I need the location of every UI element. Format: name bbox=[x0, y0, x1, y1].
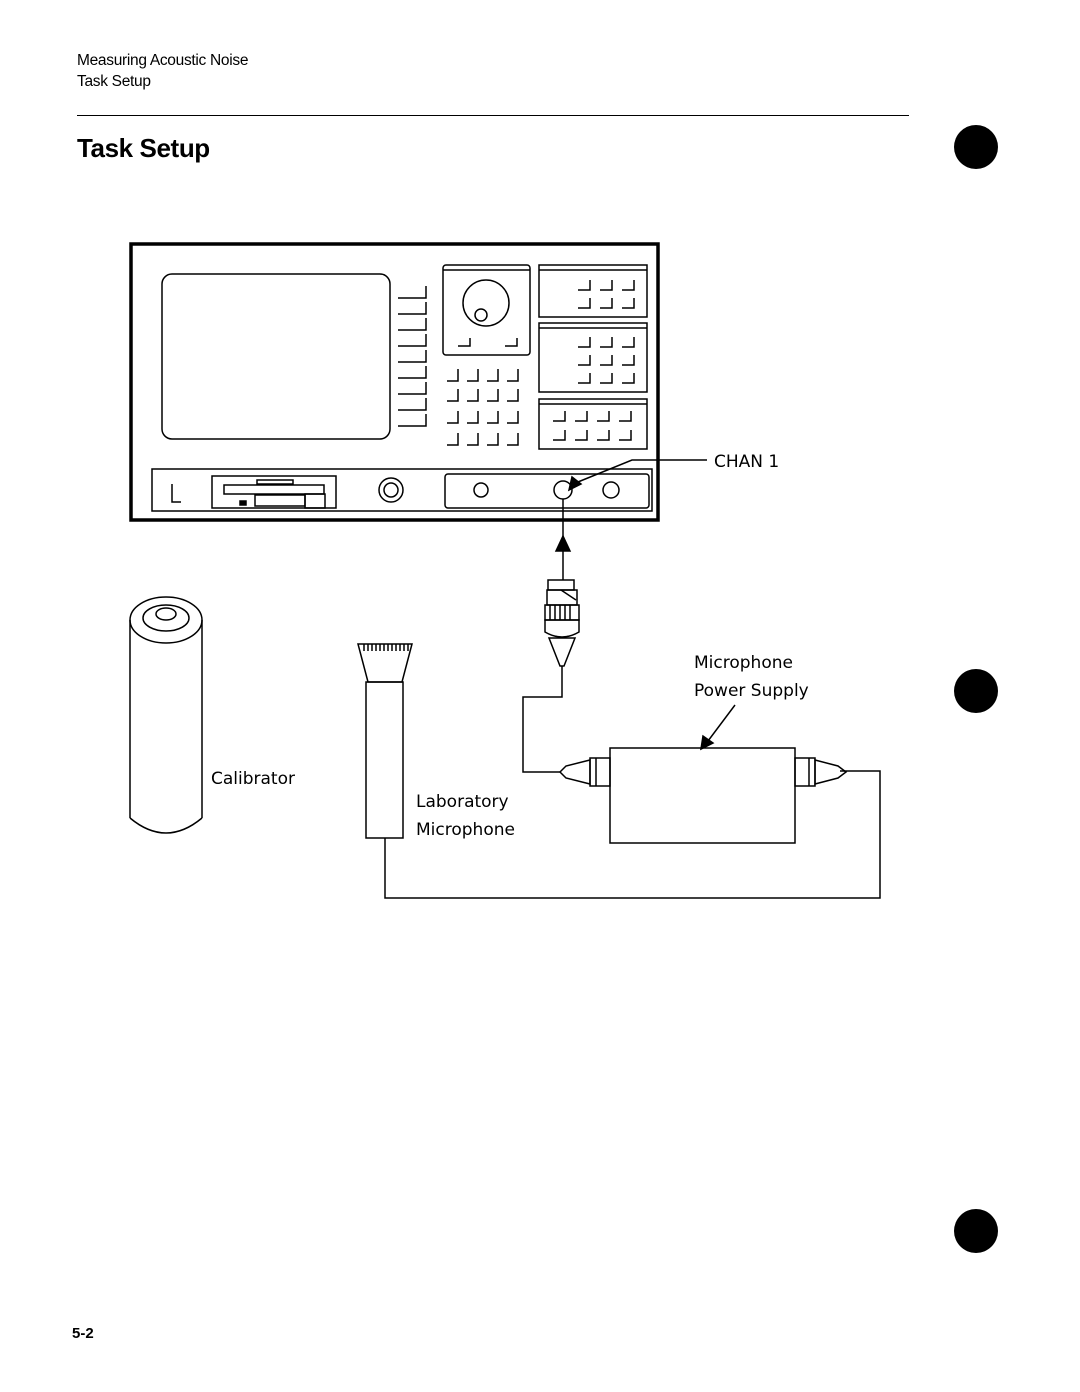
power-supply-callout-arrowhead bbox=[700, 734, 715, 751]
chan1-label: CHAN 1 bbox=[714, 452, 779, 472]
punch-hole-bottom bbox=[954, 1209, 998, 1253]
disk-drive bbox=[211, 475, 337, 509]
function-key-block-3 bbox=[538, 398, 648, 450]
punch-hole-middle bbox=[954, 669, 998, 713]
microphone-cable bbox=[384, 770, 881, 899]
lab-microphone-label-line1: Laboratory bbox=[416, 792, 509, 812]
knob-panel bbox=[442, 264, 531, 356]
power-supply-label-line2: Power Supply bbox=[694, 681, 809, 701]
numeric-keypad bbox=[447, 369, 519, 446]
cable-direction-arrow bbox=[554, 534, 572, 552]
laboratory-microphone bbox=[357, 643, 413, 839]
chan1-callout-arrowhead bbox=[567, 475, 583, 492]
microphone-power-supply bbox=[558, 747, 848, 844]
probe-power-connector bbox=[378, 477, 404, 503]
bnc-connector bbox=[544, 579, 580, 683]
running-header-section: Task Setup bbox=[77, 73, 151, 90]
supply-output-connector bbox=[794, 757, 848, 787]
power-supply-callout-line bbox=[707, 704, 736, 742]
softkey-column bbox=[398, 286, 427, 427]
lower-front-panel bbox=[151, 468, 653, 512]
chan1-callout-line bbox=[572, 459, 707, 485]
calibrator bbox=[129, 596, 203, 834]
calibrator-label: Calibrator bbox=[211, 769, 295, 789]
power-switch bbox=[171, 484, 181, 503]
punch-hole-top bbox=[954, 125, 998, 169]
page-number: 5-2 bbox=[72, 1325, 94, 1342]
input-connector-panel bbox=[444, 473, 650, 509]
header-rule bbox=[77, 115, 909, 116]
analyzer-screen bbox=[161, 273, 391, 440]
function-key-block-1 bbox=[538, 264, 648, 318]
function-key-block-2 bbox=[538, 322, 648, 393]
lab-microphone-label-line2: Microphone bbox=[416, 820, 515, 840]
bnc-to-supply-cable bbox=[522, 683, 563, 773]
running-header-chapter: Measuring Acoustic Noise bbox=[77, 52, 249, 69]
power-supply-label-line1: Microphone bbox=[694, 653, 793, 673]
entry-knob-icon bbox=[462, 279, 510, 327]
supply-input-connector bbox=[558, 757, 611, 787]
analyzer-instrument bbox=[129, 242, 660, 522]
page-title: Task Setup bbox=[77, 133, 210, 163]
